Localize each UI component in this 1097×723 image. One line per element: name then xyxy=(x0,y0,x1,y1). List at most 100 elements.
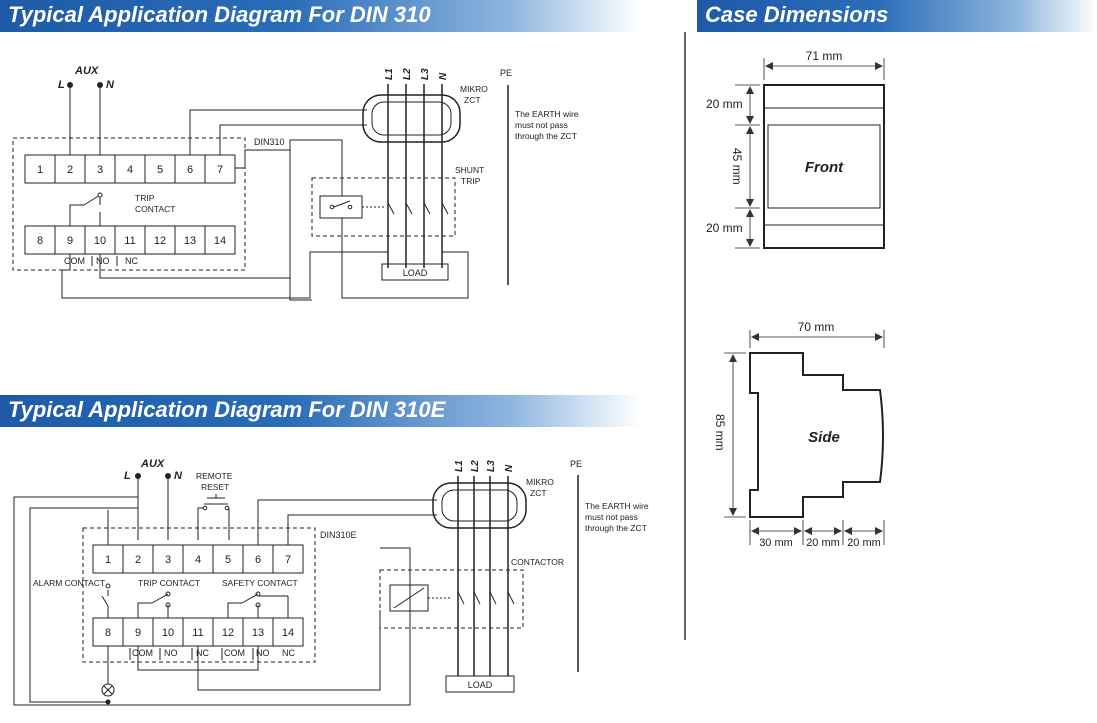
d1-n-label: N xyxy=(106,79,115,91)
banner-case: Case Dimensions xyxy=(697,0,1097,32)
d2-bottom-nc2: NC xyxy=(282,648,295,658)
d1-aux-label: AUX xyxy=(74,65,99,77)
d2-terminal-10: 10 xyxy=(162,627,174,639)
diagram-din310: AUX L N DIN310 1 2 3 4 5 6 7 8 xyxy=(12,65,579,301)
d1-terminal-5: 5 xyxy=(157,164,163,176)
d2-phase-l2: L2 xyxy=(470,460,481,472)
d2-device-outline xyxy=(82,527,316,663)
d1-zct-inner xyxy=(371,101,452,136)
d2-terminal-13: 13 xyxy=(252,627,264,639)
d2-terminal-4: 4 xyxy=(195,554,201,566)
d1-load-box xyxy=(381,263,449,281)
d2-remote-reset-button xyxy=(197,494,230,540)
d1-terminal-13: 13 xyxy=(184,235,196,247)
d2-zct-label-2: ZCT xyxy=(530,488,547,498)
d1-device-label: DIN310 xyxy=(254,137,285,147)
d2-zct-wire-6 xyxy=(257,499,437,545)
d1-no-loop xyxy=(99,160,291,279)
d1-zct-wire-7 xyxy=(219,124,367,155)
side-label: Side xyxy=(808,429,840,446)
front-width-label: 71 mm xyxy=(806,49,843,63)
d2-bottom-com1: COM xyxy=(132,648,153,658)
d1-zct-wire-6 xyxy=(189,109,367,155)
side-width-label: 70 mm xyxy=(798,320,835,334)
front-top-label: 20 mm xyxy=(706,97,743,111)
d1-trip-label-2: CONTACT xyxy=(135,204,175,214)
front-label: Front xyxy=(805,159,844,176)
d2-contactor-label: CONTACTOR xyxy=(511,557,564,567)
d1-terminal-9: 9 xyxy=(67,235,73,247)
d2-bottom-no2: NO xyxy=(256,648,270,658)
d1-terminal-11: 11 xyxy=(124,235,135,247)
d1-phase-l3: L3 xyxy=(420,68,431,80)
side-dim-2: 20 mm xyxy=(806,537,840,549)
d2-contactor-switches xyxy=(457,591,515,605)
d2-remote-label-1: REMOTE xyxy=(196,471,233,481)
d1-terminal-14: 14 xyxy=(214,235,226,247)
d1-terminal-3: 3 xyxy=(97,164,103,176)
d2-terminal-6: 6 xyxy=(255,554,261,566)
d2-phase-l3: L3 xyxy=(486,460,497,472)
d1-no-label: NO xyxy=(96,256,110,266)
d2-zct-wire-7 xyxy=(287,514,437,545)
d1-phase-n: N xyxy=(438,72,449,80)
d2-trip-label: TRIP CONTACT xyxy=(138,578,200,588)
d2-terminal-12: 12 xyxy=(222,627,234,639)
d2-bottom-no1: NO xyxy=(164,648,178,658)
banner-din310: Typical Application Diagram For DIN 310 xyxy=(0,0,640,32)
d1-terminal-8: 8 xyxy=(37,235,43,247)
d1-nc-label: NC xyxy=(125,256,138,266)
d1-note-3: through the ZCT xyxy=(515,131,577,141)
d2-terminal-9: 9 xyxy=(135,627,141,639)
d2-aux-label: AUX xyxy=(140,458,165,470)
d2-terminal-8: 8 xyxy=(105,627,111,639)
d1-shunt-coil xyxy=(319,195,363,219)
side-dim-3: 20 mm xyxy=(847,537,881,549)
d2-load-label: LOAD xyxy=(468,680,493,690)
d1-note-1: The EARTH wire xyxy=(515,109,579,119)
d2-remote-label-2: RESET xyxy=(201,482,229,492)
d2-terminal-3: 3 xyxy=(165,554,171,566)
d1-top-terminals xyxy=(24,154,236,184)
d2-outer-loop xyxy=(13,496,411,706)
d2-phase-l1: L1 xyxy=(454,460,465,472)
d2-n-label: N xyxy=(174,470,183,482)
front-mid-label: 45 mm xyxy=(730,148,744,185)
d1-zct-outer xyxy=(362,94,461,143)
d2-terminal-5: 5 xyxy=(225,554,231,566)
banner-din310e: Typical Application Diagram For DIN 310E xyxy=(0,395,640,427)
d2-note-2: must not pass xyxy=(585,512,638,522)
d2-bottom-nc1: NC xyxy=(196,648,209,658)
banner-din310e-title: Typical Application Diagram For DIN 310E xyxy=(8,397,446,422)
d2-terminal-1: 1 xyxy=(105,554,111,566)
d2-safety-label: SAFETY CONTACT xyxy=(222,578,298,588)
d2-note-3: through the ZCT xyxy=(585,523,647,533)
d1-terminal-4: 4 xyxy=(127,164,133,176)
d2-contactor-outline xyxy=(379,569,524,629)
d2-terminal-7: 7 xyxy=(285,554,291,566)
d2-top-terminals xyxy=(92,544,304,574)
banner-din310-title: Typical Application Diagram For DIN 310 xyxy=(8,2,431,27)
d1-trip-contact xyxy=(69,192,103,226)
d1-l-label: L xyxy=(58,79,65,91)
d2-device-label: DIN310E xyxy=(320,530,357,540)
d2-pe-label: PE xyxy=(570,459,582,469)
d1-device-outline xyxy=(12,137,246,271)
side-dim-1: 30 mm xyxy=(759,537,793,549)
d2-alarm-label: ALARM CONTACT xyxy=(33,578,105,588)
d1-com-loop xyxy=(61,251,388,299)
d2-zct-label-1: MIKRO xyxy=(526,477,554,487)
d2-note-1: The EARTH wire xyxy=(585,501,649,511)
d1-shunt-feed xyxy=(235,139,343,196)
d2-zct-inner xyxy=(441,489,518,522)
d1-terminal-7: 7 xyxy=(217,164,223,176)
case-dimensions: Front 71 mm 20 mm 45 mm 20 mm Side 70 mm… xyxy=(706,49,885,549)
d1-breaker-switches xyxy=(387,202,449,215)
d2-l-label: L xyxy=(124,470,131,482)
d1-shunt-label-2: TRIP xyxy=(461,176,481,186)
d1-terminal-1: 1 xyxy=(37,164,43,176)
banner-case-title: Case Dimensions xyxy=(705,2,889,27)
d2-load-box xyxy=(445,675,515,693)
d1-com-label: COM xyxy=(64,256,85,266)
